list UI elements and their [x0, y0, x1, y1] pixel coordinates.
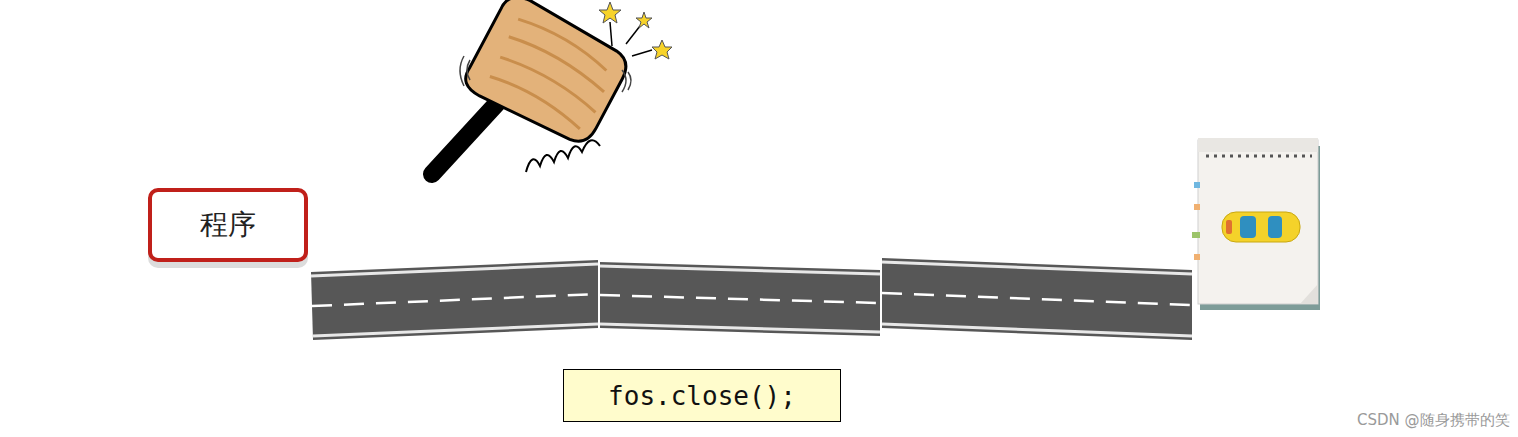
node-text: fos.close();: [608, 381, 796, 411]
program-box: 程序: [148, 188, 308, 262]
hammer: [432, 0, 672, 174]
node-text: 程序: [200, 206, 256, 244]
road: [311, 258, 1192, 340]
watermark: CSDN @随身携带的笑: [1357, 411, 1510, 430]
code-box: fos.close();: [563, 369, 841, 422]
notebook: [1192, 138, 1320, 310]
